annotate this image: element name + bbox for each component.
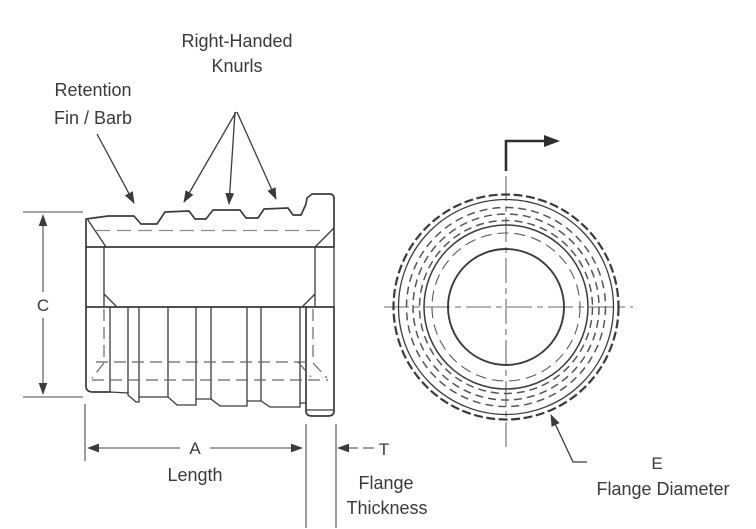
knurl-dashed-ring [418,219,594,395]
chamfer-dashed-circle [431,232,581,382]
dim-a-letter: A [189,439,201,458]
knurl-dashed-ring [412,213,600,401]
flange-cone-line [314,227,335,248]
collar-section-hatched [85,193,335,248]
e-leader-arrow [550,414,587,463]
collar-left-chamfer [87,219,107,248]
callout-retention: Retention Fin / Barb [54,80,135,204]
body-left-edge [85,246,111,393]
retention-label-line2: Fin / Barb [54,108,132,128]
hidden-chamfer [312,362,328,379]
dimension-c: C [23,211,83,398]
groove-bottom [109,391,129,394]
flange-outer-circle [392,193,620,421]
bore-chamfer-right [302,293,316,307]
dim-e-caption: Flange Diameter [596,479,729,499]
dim-t-letter: T [379,440,389,459]
knurl-band [167,306,197,406]
flange-inner-circle [397,198,615,416]
knurls-label-line2: Knurls [211,56,262,76]
hidden-chamfer [297,361,312,378]
section-arrow [504,135,560,171]
callout-knurls: Right-Handed Knurls [181,31,293,205]
dim-t-caption-line2: Thickness [346,498,427,518]
side-view [85,193,335,417]
dimension-t: T Flange Thickness [335,424,428,528]
knurls-leader-arrows [183,111,277,205]
knurl-band [260,306,301,408]
retention-label-line1: Retention [54,80,131,100]
knurls-label-line1: Right-Handed [181,31,292,51]
dim-e-letter: E [651,454,662,473]
dimension-e: E Flange Diameter [550,414,730,499]
hidden-chamfer [91,362,105,379]
dim-a-caption: Length [167,465,222,485]
dim-c-letter: C [37,296,49,315]
flange-lower [305,306,335,417]
body-circle [423,224,589,390]
knurl-dashed-ring [405,206,607,408]
band-bottom [127,394,140,403]
retention-leader-arrow [96,133,135,204]
knurl-band [210,306,248,407]
bore-circle [447,248,565,366]
dim-t-caption-line1: Flange [358,473,413,493]
end-view [384,135,633,448]
dimension-a: A Length [84,404,307,528]
bore-chamfer-left [103,293,117,307]
